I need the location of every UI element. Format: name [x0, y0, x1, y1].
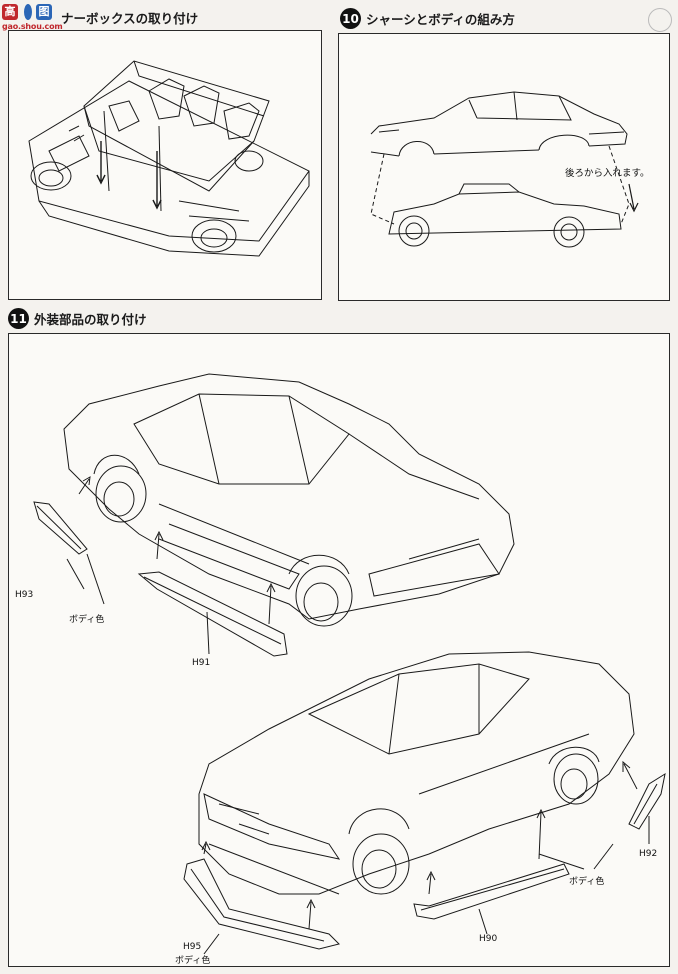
step9-panel: [8, 30, 322, 300]
faded-corner-mark: [648, 8, 672, 32]
step10-number-badge: 10: [340, 8, 361, 29]
part-h95-shape: [183, 858, 340, 950]
body-color-label-lower: ボディ色: [175, 956, 211, 966]
insert-from-rear-note: 後ろから入れます。: [565, 168, 650, 179]
upper-car-outline: [63, 373, 515, 627]
body-color-label-upper: ボディ色: [69, 615, 105, 625]
part-h92-shape: [628, 772, 666, 830]
part-label-h92: H92: [639, 849, 658, 859]
watermark-url: gao.shou.com: [2, 22, 63, 31]
step9-title-text: ナーボックスの取り付け: [61, 11, 199, 26]
part-label-h90: H90: [479, 934, 498, 944]
part-label-h95: H95: [183, 942, 202, 952]
part-h91-shape: [137, 571, 288, 657]
step10-title: 10 シャーシとボディの組み方: [340, 8, 515, 29]
part-label-h91: H91: [192, 658, 211, 668]
step10-title-text: シャーシとボディの組み方: [366, 12, 515, 27]
body-color-label-right: ボディ色: [569, 877, 605, 887]
step11-title-text: 外装部品の取り付け: [34, 312, 147, 327]
step9-title: ナーボックスの取り付け: [61, 8, 198, 27]
part-h93-shape: [33, 501, 88, 555]
watermark-dot: [24, 4, 32, 20]
watermark-char-2: 图: [36, 4, 52, 20]
step10-panel: 後ろから入れます。: [338, 33, 670, 301]
part-h90-shape: [413, 863, 570, 920]
part-label-h93: H93: [15, 590, 34, 600]
step11-number-badge: 11: [8, 308, 29, 329]
step11-panel: H93 ボディ色 H91 H92 ボディ色 H90 H95 ボディ色: [8, 333, 670, 967]
exterior-parts-illustration: [33, 373, 666, 955]
watermark-logo: 高 图 gao.shou.com: [2, 2, 72, 38]
lower-car-outline: [198, 651, 635, 895]
chassis-interior-illustration: [28, 60, 310, 257]
body-chassis-assembly-illustration: [370, 91, 639, 248]
watermark-char-1: 高: [2, 4, 18, 20]
step11-title: 11 外装部品の取り付け: [8, 308, 147, 329]
